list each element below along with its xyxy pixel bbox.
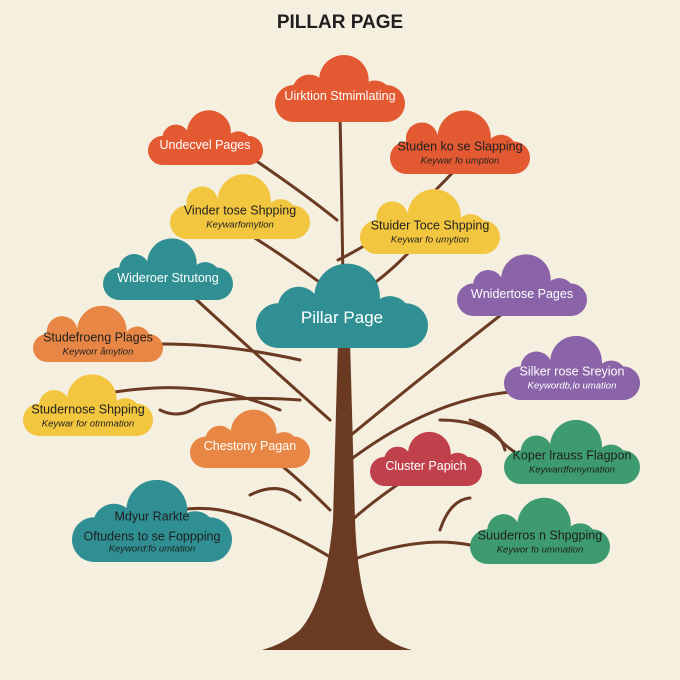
cloud-fill xyxy=(360,189,500,255)
cloud-text: Chestony Pagan xyxy=(204,439,296,453)
cloud-sublabel: Keyword:fo umtation xyxy=(108,543,196,555)
cloud-sublabel: Keywar fo umytion xyxy=(390,234,470,246)
cloud-text: Koper lrauss Flagpon Keywardfomymation xyxy=(513,449,632,476)
cloud-shape xyxy=(33,305,163,362)
cloud-fill xyxy=(23,374,153,436)
cloud-fill xyxy=(170,174,310,240)
cloud-label: Vinder tose Shpping xyxy=(183,203,297,218)
cloud-shape xyxy=(72,479,232,562)
cloud-label: Cluster Papich xyxy=(385,459,467,473)
cloud-text: Silker rose Sreyion Keywordb,lo umation xyxy=(520,365,625,392)
cloud-text: Mdyur Rarkte Oftudens to se Foppping Key… xyxy=(84,510,221,555)
cloud-text: Undecvel Pages xyxy=(159,138,250,152)
cloud-fill xyxy=(256,263,428,348)
cloud-shape xyxy=(470,497,610,564)
cloud-text: Vinder tose Shpping Keywarfomytion xyxy=(184,204,296,231)
cloud-text: Wideroer Strutong xyxy=(117,271,218,285)
cloud-shape xyxy=(390,110,530,174)
branch-left-6b xyxy=(248,487,302,502)
cloud-fill xyxy=(470,497,610,564)
cloud-label: Wnidertose Pages xyxy=(470,287,574,301)
cloud-label: Stuider Toce Shpping xyxy=(370,218,490,233)
cloud-fill xyxy=(457,254,587,316)
cloud-text: Cluster Papich xyxy=(385,459,466,473)
cloud-shape xyxy=(170,174,310,240)
cloud-fill xyxy=(148,110,263,165)
cloud-shape xyxy=(504,419,640,484)
branch-right-6b xyxy=(438,496,472,532)
cloud-fill xyxy=(504,419,640,484)
cloud-fill xyxy=(72,479,232,562)
cloud-sublabel: Keyworr åmytion xyxy=(62,346,134,358)
cloud-text: Stuider Toce Shpping Keywar fo umytion xyxy=(371,219,490,246)
cloud-sublabel: Keywar fo umption xyxy=(420,155,500,167)
cloud-text: Studernose Shpping Keywar for otmmation xyxy=(31,403,144,430)
cloud-text: Studen ko se Slapping Keywar fo umption xyxy=(397,140,522,167)
cloud-shape xyxy=(190,409,310,468)
cloud-shape xyxy=(360,189,500,255)
cloud-shape xyxy=(256,263,428,348)
cloud-shape xyxy=(148,110,263,165)
cloud-fill xyxy=(504,335,640,400)
cloud-label: Suuderros n Shpgping xyxy=(477,528,603,543)
cloud-label: Studernose Shpping xyxy=(31,402,145,417)
branch-right-3 xyxy=(343,298,522,442)
cloud-fill xyxy=(190,409,310,468)
cloud-sublabel: Keywarfomytion xyxy=(206,219,274,231)
cloud-fill xyxy=(33,305,163,362)
cloud-sublabel: Keywar for otmmation xyxy=(41,418,135,430)
cloud-label: Studen ko se Slapping xyxy=(397,139,523,154)
cloud-shape xyxy=(370,431,482,486)
cloud-shape xyxy=(275,55,405,122)
cloud-label: Studefroeng Plages xyxy=(43,330,153,345)
cloud-label: Undecvel Pages xyxy=(159,138,251,152)
cloud-text: Pillar Page xyxy=(301,308,383,328)
cloud-label: Chestony Pagan xyxy=(203,439,297,453)
branch-right-4 xyxy=(348,390,512,462)
cloud-fill xyxy=(103,238,233,300)
cloud-text: Uirktion Stmimlating xyxy=(284,89,395,103)
cloud-shape xyxy=(23,374,153,436)
branch-left-5b xyxy=(158,396,302,416)
cloud-text: Suuderros n Shpgping Keywor fo ummation xyxy=(478,529,602,556)
cloud-label: Silker rose Sreyion xyxy=(519,364,625,379)
cloud-shape xyxy=(504,335,640,400)
cloud-shape xyxy=(103,238,233,300)
cloud-fill xyxy=(275,55,405,122)
branch-right-5b xyxy=(468,418,507,452)
pillar-label: Pillar Page xyxy=(300,308,384,327)
cloud-text: Studefroeng Plages Keyworr åmytion xyxy=(43,331,153,358)
cloud-label: Koper lrauss Flagpon xyxy=(512,448,632,463)
cloud-sublabel: Keywor fo ummation xyxy=(496,544,584,556)
cloud-label-2: Oftudens to se Foppping xyxy=(83,529,221,544)
cloud-sublabel: Keywordb,lo umation xyxy=(527,380,617,392)
cloud-label: Mdyur Rarkte xyxy=(114,509,190,524)
cloud-shape xyxy=(457,254,587,316)
cloud-sublabel: Keywardfomymation xyxy=(528,464,616,476)
cloud-label: Wideroer Strutong xyxy=(117,271,219,285)
cloud-fill xyxy=(390,110,530,174)
page-title: PILLAR PAGE xyxy=(276,12,404,33)
tree-trunk xyxy=(262,340,412,650)
cloud-label: Uirktion Stmimlating xyxy=(284,89,396,103)
cloud-fill xyxy=(370,431,482,486)
cloud-text: Wnidertose Pages xyxy=(471,287,573,301)
